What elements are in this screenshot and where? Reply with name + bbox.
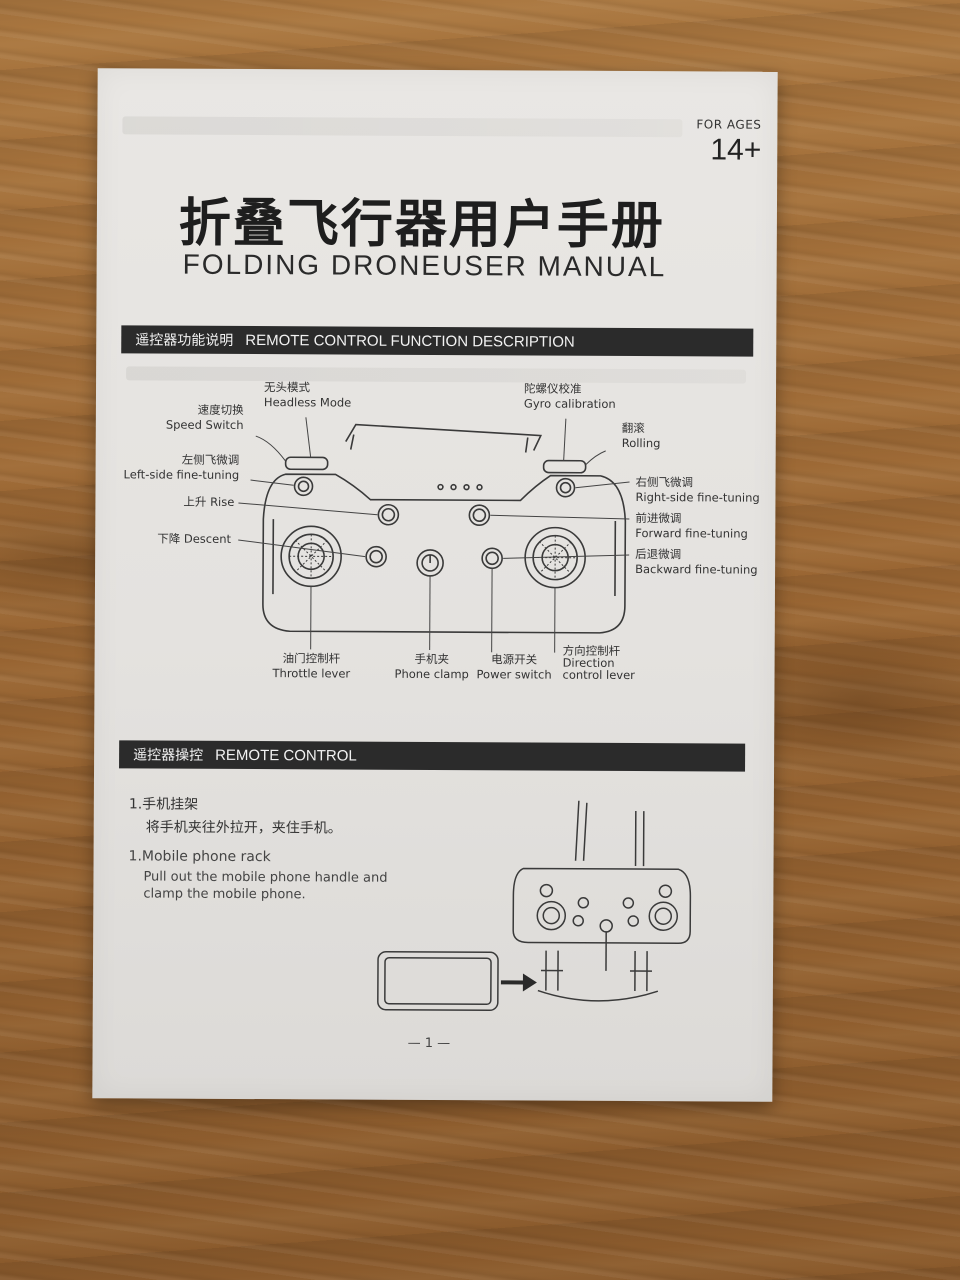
controller-with-phone-icon (377, 800, 692, 1012)
step1-title-english: 1.Mobile phone rack (128, 848, 271, 866)
section-header-function-description: 遥控器功能说明 REMOTE CONTROL FUNCTION DESCRIPT… (121, 325, 754, 357)
label-headless-mode: 无头模式 Headless Mode (263, 380, 352, 410)
step1-body-chinese: 将手机夹往外拉开，夹住手机。 (145, 819, 342, 837)
age-rating-label: FOR AGES (696, 117, 762, 132)
section-title-english: REMOTE CONTROL FUNCTION DESCRIPTION (245, 331, 575, 351)
label-forward-fine-tuning: 前进微调 Forward fine-tuning (635, 511, 748, 541)
label-power-switch: 电源开关 Power switch (476, 652, 552, 682)
manual-page: FOR AGES 14+ 折叠飞行器用户手册 FOLDING DRONEUSER… (92, 68, 778, 1102)
label-rolling: 翻滚 Rolling (621, 420, 661, 451)
label-rise: 上升 Rise (183, 494, 235, 509)
label-descent: 下降 Descent (157, 531, 232, 546)
age-rating-value: 14+ (710, 133, 762, 167)
label-left-fine-tuning: 左侧飞微调 Left-side fine-tuning (123, 452, 240, 482)
label-throttle-lever: 油门控制杆 Throttle lever (272, 651, 351, 681)
section-header-remote-control: 遥控器操控 REMOTE CONTROL (119, 740, 746, 772)
label-direction-lever: 方向控制杆 Direction control lever (562, 643, 635, 683)
section-title-chinese: 遥控器操控 (133, 746, 204, 763)
phone-clamp-illustration (373, 790, 694, 1042)
remote-control-diagram: 无头模式 Headless Mode 速度切换 Speed Switch 左侧飞… (94, 380, 776, 722)
step1-title-chinese: 1.手机挂架 (128, 796, 199, 813)
step1-body-english: Pull out the mobile phone handle and cla… (143, 869, 388, 903)
page-number: — 1 — (407, 1035, 451, 1052)
faded-print-strip (126, 366, 747, 384)
label-phone-clamp: 手机夹 Phone clamp (394, 651, 469, 682)
label-speed-switch: 速度切换 Speed Switch (165, 402, 244, 432)
section-title-english: REMOTE CONTROL (215, 746, 357, 765)
label-backward-fine-tuning: 后退微调 Backward fine-tuning (635, 547, 758, 577)
remote-control-illustration (238, 417, 630, 653)
label-right-fine-tuning: 右侧飞微调 Right-side fine-tuning (635, 475, 760, 505)
label-gyro-calibration: 陀螺仪校准 Gyro calibration (523, 381, 616, 411)
faded-print-strip (122, 116, 683, 138)
manual-title-english: FOLDING DRONEUSER MANUAL (182, 248, 667, 283)
manual-title-chinese: 折叠飞行器用户手册 (178, 193, 666, 257)
section-title-chinese: 遥控器功能说明 (135, 331, 234, 348)
